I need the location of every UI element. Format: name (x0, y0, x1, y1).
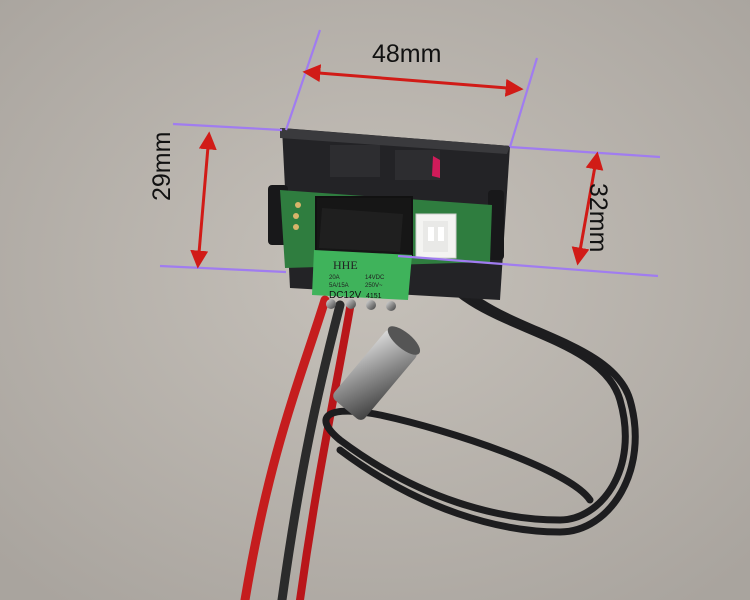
height-arrow (190, 131, 217, 269)
relay-rating-d: 250V~ (365, 283, 383, 289)
dimension-arrows (190, 64, 604, 269)
depth-label: 32mm (584, 183, 612, 253)
depth-arrow (571, 151, 604, 266)
circuit-board (280, 190, 492, 268)
relay-rating-c: 14VDC (365, 275, 385, 281)
guide-right (508, 57, 539, 148)
sensor-cable (322, 258, 639, 536)
terminal-block: HHE 20A 5A/15A 14VDC 250V~ DC12V 4151 (312, 250, 412, 311)
width-label: 48mm (372, 40, 442, 68)
relay-brand: HHE (333, 258, 358, 272)
red-wire (240, 295, 330, 600)
relay-code: 4151 (366, 293, 382, 300)
width-arrow (302, 64, 524, 97)
relay-coil-voltage: DC12V (329, 290, 362, 301)
guide-bottom-left (159, 264, 287, 274)
red-wire-2 (296, 304, 354, 600)
black-wire-1 (277, 300, 345, 600)
guide-top-left (172, 122, 283, 132)
temperature-probe (333, 326, 421, 420)
height-label: 29mm (148, 131, 176, 201)
power-cables (240, 295, 354, 600)
relay-rating-b: 5A/15A (329, 283, 349, 289)
guide-bottom-right (397, 254, 659, 278)
relay-rating-a: 20A (329, 275, 340, 281)
